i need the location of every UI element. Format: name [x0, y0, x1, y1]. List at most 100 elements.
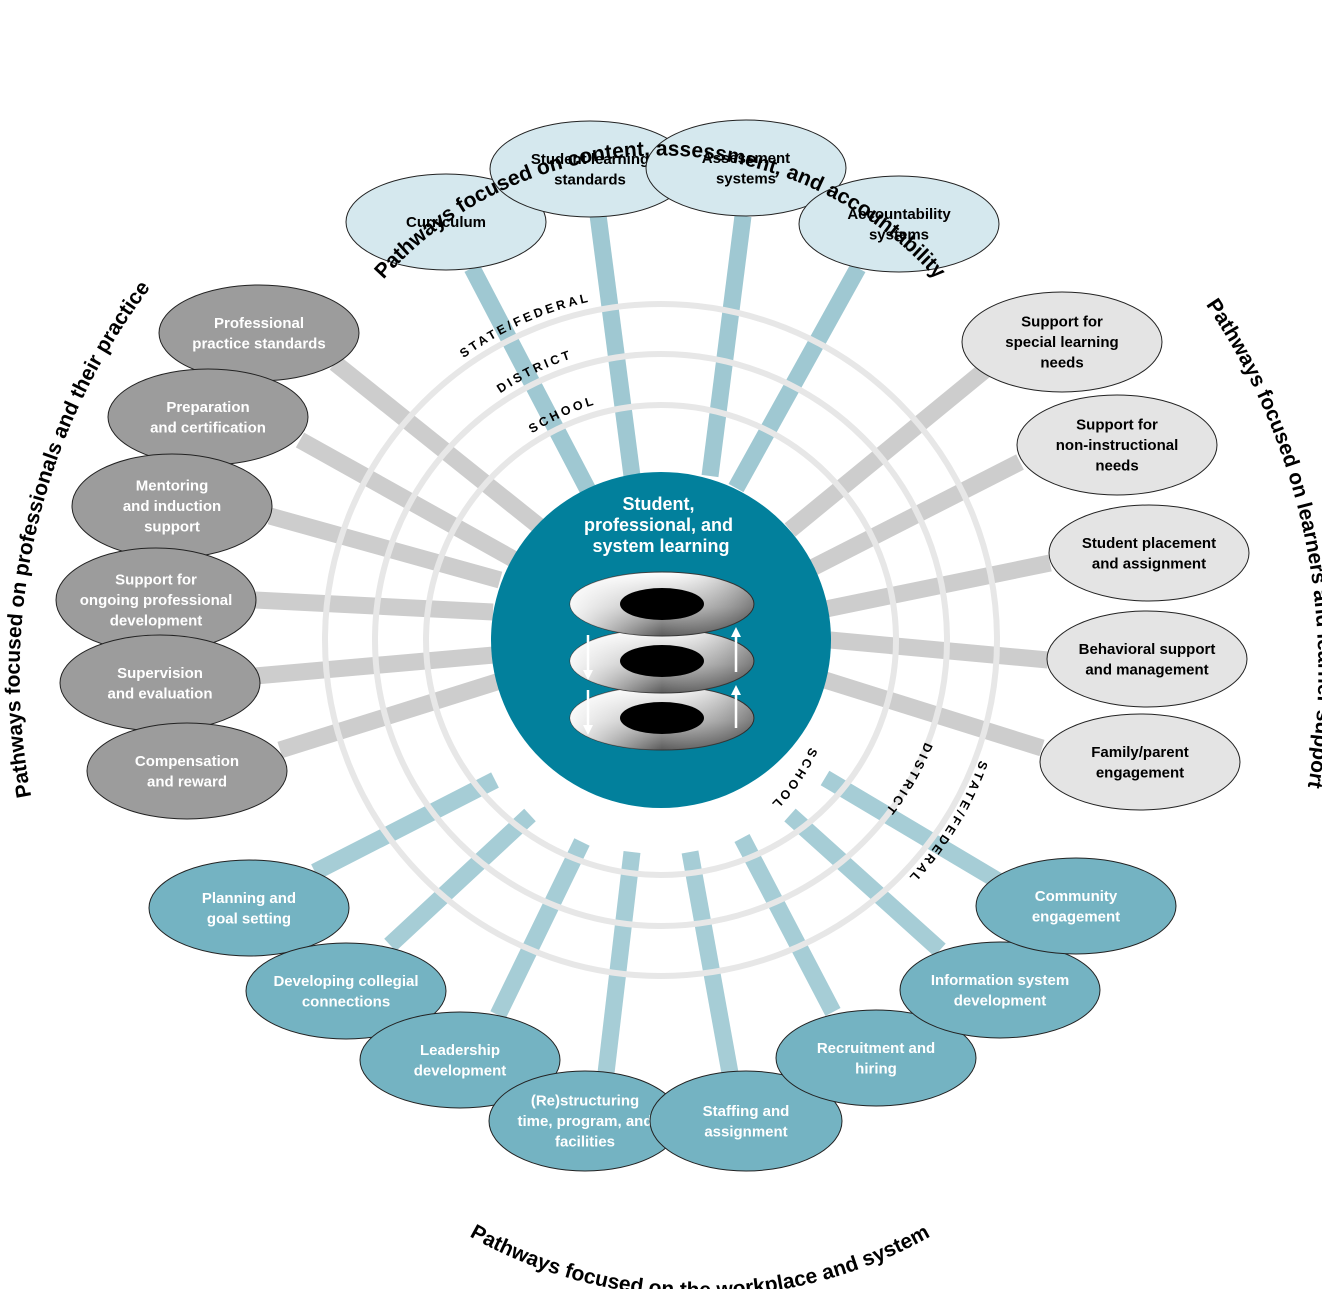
node-ellipse — [798, 175, 1000, 273]
node-ellipse — [961, 291, 1163, 393]
node-ellipse — [1046, 610, 1248, 708]
node-label-line: Leadership — [420, 1042, 500, 1059]
spoke-leadership — [490, 838, 590, 1019]
ring-label-district-lower: DISTRICT — [882, 741, 936, 819]
node-ellipse — [359, 1011, 561, 1109]
node-label: Leadership development — [414, 1042, 507, 1080]
node-label: Support for non-instructional needs — [1056, 417, 1179, 475]
node-label-line: Curriculum — [406, 214, 486, 231]
node-label-line: development — [110, 613, 203, 630]
node-label-line: assignment — [704, 1123, 787, 1140]
center-title: Student, professional, and system learni… — [584, 494, 738, 556]
node-label-line: Compensation — [135, 753, 239, 770]
node-label: Support for special learning needs — [1005, 314, 1118, 372]
spoke-compensation — [277, 671, 506, 759]
node-label-line: time, program, and — [517, 1113, 652, 1130]
node-ellipse — [975, 857, 1177, 955]
spoke-collegial — [384, 808, 536, 952]
node-label-line: (Re)structuring — [531, 1093, 639, 1110]
node-label-line: ongoing professional — [80, 592, 233, 609]
node-label-line: Supervision — [117, 665, 203, 682]
node-label-line: Recruitment and — [817, 1040, 935, 1057]
spoke-curriculum — [464, 264, 596, 494]
node-professional-development: Support for ongoing professional developme… — [55, 547, 257, 653]
node-label: Assessment systems — [702, 150, 790, 188]
node-label-line: facilities — [555, 1134, 615, 1151]
node-label-line: systems — [716, 170, 776, 187]
spoke-restructuring — [597, 851, 641, 1074]
node-label-line: engagement — [1096, 764, 1184, 781]
node-label-line: Developing collegial — [273, 973, 418, 990]
node-label-line: special learning — [1005, 334, 1118, 351]
spoke-staffing — [681, 850, 739, 1075]
spoke-placement — [824, 554, 1052, 618]
node-label-line: and induction — [123, 498, 221, 515]
spoke-planning — [311, 772, 499, 880]
node-non-instructional: Support for non-instructional needs — [1016, 394, 1218, 496]
node-label-line: and certification — [150, 419, 266, 436]
node-label-line: Support for — [115, 572, 197, 589]
spoke-professional-development — [254, 591, 494, 621]
spoke-behavioral — [829, 631, 1049, 669]
node-label: (Re)structuring time, program, and facilit… — [517, 1093, 652, 1151]
title-workplace-system: Pathways focused on the workplace and sy… — [467, 1220, 934, 1289]
spoke-preparation — [295, 432, 520, 568]
node-label-line: Assessment — [702, 150, 790, 167]
node-ellipse — [107, 368, 309, 466]
node-label-line: Support for — [1076, 417, 1158, 434]
node-label: Preparation and certification — [150, 399, 266, 437]
ring-state-federal — [322, 301, 1000, 979]
node-ellipse — [245, 942, 447, 1040]
node-special-needs: Support for special learning needs — [961, 291, 1163, 393]
node-label-line: and management — [1085, 661, 1208, 678]
node-label-line: non-instructional — [1056, 437, 1179, 454]
node-ellipse — [775, 1009, 977, 1107]
node-label-line: Preparation — [166, 399, 249, 416]
node-ellipse — [899, 941, 1101, 1039]
node-ellipse — [86, 722, 288, 820]
spoke-special-needs — [784, 363, 991, 537]
node-family: Family/parent engagement — [1039, 713, 1241, 811]
node-label-line: needs — [1095, 458, 1138, 475]
node-label-line: needs — [1040, 355, 1083, 372]
node-label-line: Support for — [1021, 314, 1103, 331]
node-label: Curriculum — [406, 214, 486, 231]
spoke-accountability — [728, 263, 866, 493]
node-label-line: and assignment — [1092, 555, 1206, 572]
spoke-assessment — [701, 214, 752, 478]
node-label-line: Family/parent — [1091, 744, 1189, 761]
node-label-line: support — [144, 519, 200, 536]
node-assessment: Assessment systems — [645, 119, 847, 217]
center-hub: Student, professional, and system learni… — [491, 472, 831, 808]
spoke-family — [822, 671, 1045, 757]
node-label-line: engagement — [1032, 908, 1120, 925]
node-leadership: Leadership development — [359, 1011, 561, 1109]
node-label-line: Information system — [931, 972, 1069, 989]
node-curriculum: Curriculum — [345, 173, 547, 271]
node-label-line: development — [414, 1062, 507, 1079]
